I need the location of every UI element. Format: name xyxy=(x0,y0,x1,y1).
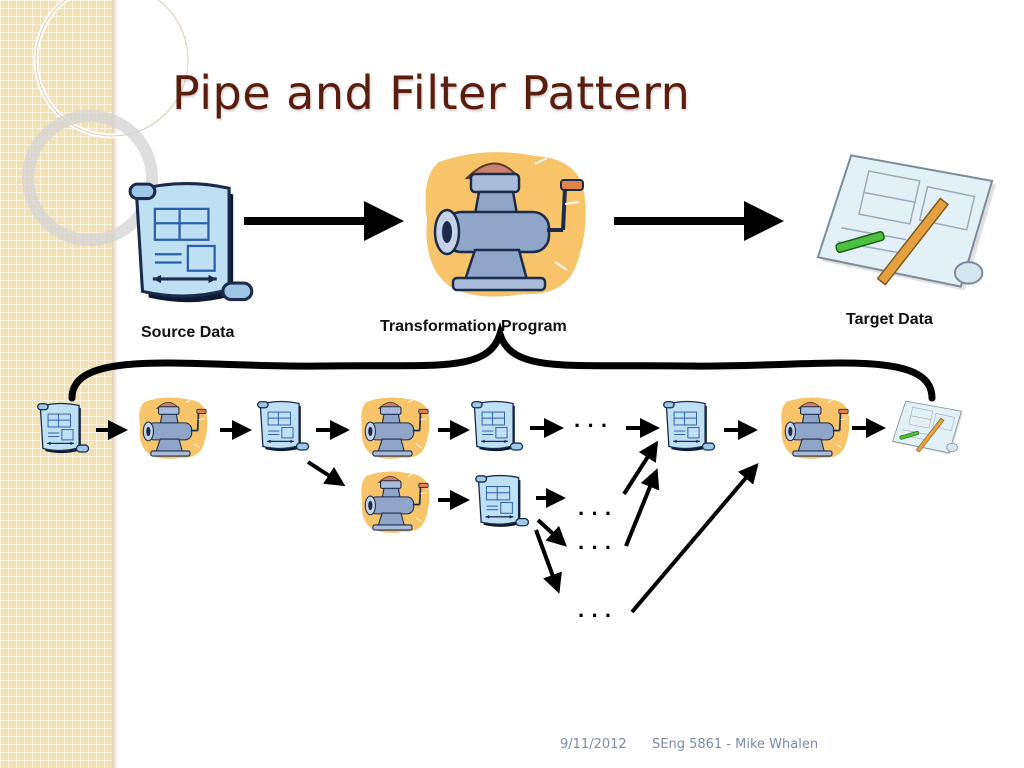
side-strip-shadow xyxy=(112,0,118,768)
pipe-merge-3 xyxy=(630,462,759,614)
slide-title: Pipe and Filter Pattern xyxy=(172,66,691,120)
ellipsis-1: · · · xyxy=(574,413,608,438)
pipeline-filter-1-icon xyxy=(138,396,209,460)
target-data-icon xyxy=(816,154,998,292)
branch-data-icon xyxy=(475,474,530,528)
grouping-brace xyxy=(68,321,936,402)
pipeline-data-3-icon xyxy=(471,400,524,452)
pipe-branch-down xyxy=(306,460,346,487)
pipe-merge-1 xyxy=(622,440,659,496)
pipeline-filter-2-icon xyxy=(360,396,431,460)
source-data-icon xyxy=(128,182,254,304)
decorative-rings xyxy=(22,0,191,246)
pipeline-data-4-icon xyxy=(663,400,716,452)
transformation-grinder-icon xyxy=(426,152,586,297)
pipeline-data-2-icon xyxy=(257,400,310,452)
branch-filter-icon xyxy=(360,470,431,534)
pipeline-source-data-icon xyxy=(37,402,90,454)
pipeline-filter-3-icon xyxy=(780,396,851,460)
pipeline-target-data-icon xyxy=(892,400,964,455)
source-data-label: Source Data xyxy=(141,324,235,341)
pipe-branch-4 xyxy=(534,529,562,594)
target-data-label: Target Data xyxy=(846,311,933,328)
ellipsis-2: · · · xyxy=(578,501,612,526)
pipe-merge-2 xyxy=(624,468,660,547)
ellipsis-3: · · · xyxy=(578,535,612,560)
transformation-program-label: Transformation Program xyxy=(380,318,567,335)
footer-course: SEng 5861 - Mike Whalen xyxy=(652,737,819,752)
ellipsis-4: · · · xyxy=(578,603,612,628)
footer-date: 9/11/2012 xyxy=(560,737,627,752)
pipe-branch-3 xyxy=(536,518,567,547)
